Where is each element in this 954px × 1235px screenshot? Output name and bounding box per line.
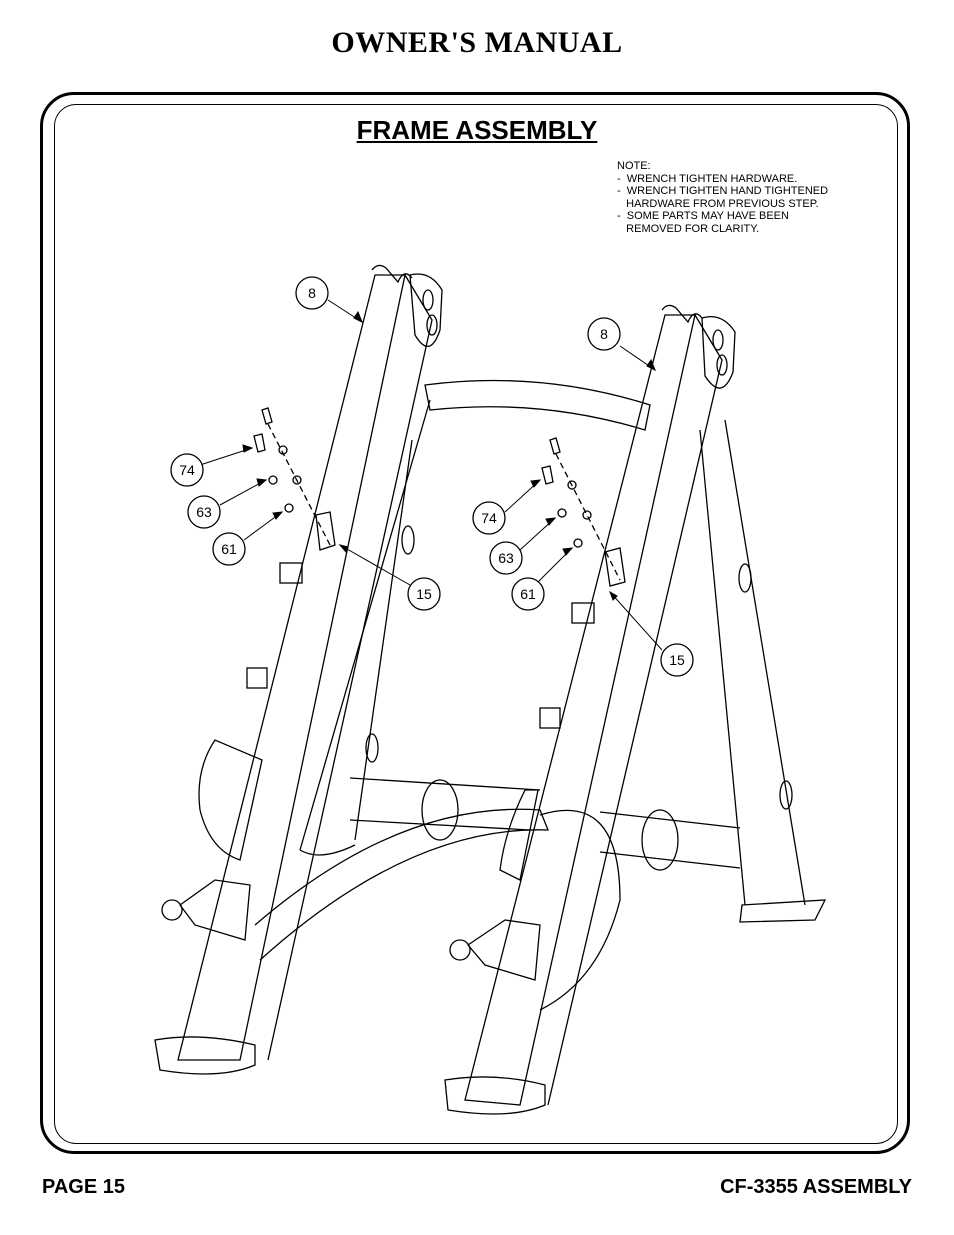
callout-label: 15: [416, 586, 432, 602]
leg-hole: [779, 780, 793, 810]
top-arch-tube: [424, 379, 651, 431]
callout-label: 63: [196, 504, 212, 520]
note-line: - WRENCH TIGHTEN HARDWARE.: [617, 172, 798, 185]
leg-hole: [738, 563, 752, 593]
right-foot-plate: [444, 1076, 546, 1115]
callout-15-left: 15: [407, 577, 441, 611]
callout-label: 74: [481, 510, 497, 526]
left-upright-tube: [177, 274, 406, 1061]
page-number: PAGE 15: [42, 1176, 125, 1198]
rear-right-leg: [699, 419, 806, 906]
right-plate-holder: [701, 315, 736, 389]
left-plate-holder: [409, 273, 443, 347]
right-upright-side: [547, 314, 723, 1106]
note-line: REMOVED FOR CLARITY.: [617, 222, 760, 235]
model-assembly-label: CF-3355 ASSEMBLY: [720, 1176, 912, 1198]
plate-hole: [426, 314, 438, 336]
callout-label: 15: [669, 652, 685, 668]
callout-label: 61: [520, 586, 536, 602]
rear-right-foot-plate: [739, 899, 827, 923]
left-stop-block: [279, 562, 303, 584]
right-stop-block: [571, 602, 595, 624]
callout-61-right: 61: [511, 577, 545, 611]
note-line: - SOME PARTS MAY HAVE BEEN: [617, 210, 789, 222]
note-line: HARDWARE FROM PREVIOUS STEP.: [617, 197, 819, 210]
left-upright-side: [267, 274, 433, 1061]
callout-label: 74: [179, 462, 195, 478]
leg-hole: [365, 733, 379, 763]
callout-74-right: 74: [472, 501, 506, 535]
right-pad: [499, 789, 539, 881]
callout-8-left: 8: [295, 276, 329, 310]
plate-hole: [716, 354, 728, 376]
leg-hole: [401, 525, 415, 555]
right-upright-tube: [464, 314, 696, 1106]
callout-74-left: 74: [170, 453, 204, 487]
left-hardware: [253, 407, 336, 551]
right-stop-block: [539, 707, 561, 729]
plate-hole: [422, 289, 434, 311]
note-line: - WRENCH TIGHTEN HAND TIGHTENED: [617, 185, 829, 197]
left-carriage: [179, 879, 251, 941]
section-title: FRAME ASSEMBLY: [356, 115, 598, 145]
callout-63-left: 63: [187, 495, 221, 529]
inner-frame: [54, 104, 898, 1144]
outer-frame: [40, 92, 910, 1154]
callout-15-right: 15: [660, 643, 694, 677]
callout-61-left: 61: [212, 532, 246, 566]
manual-title: OWNER'S MANUAL: [331, 26, 623, 59]
note-line: NOTE:: [617, 160, 651, 172]
callout-label: 61: [221, 541, 237, 557]
left-pull-pin: [161, 899, 183, 921]
callout-8-right: 8: [587, 317, 621, 351]
tube-end: [299, 844, 356, 856]
callout-label: 8: [600, 326, 608, 342]
left-foot-plate: [154, 1036, 256, 1075]
right-carriage: [467, 919, 541, 981]
callout-label: 8: [308, 285, 316, 301]
right-hardware: [541, 437, 626, 587]
curved-base-tube: [539, 809, 621, 1011]
plate-hole: [712, 329, 724, 351]
tube-flange: [421, 779, 459, 841]
curved-base-tube: [254, 808, 549, 961]
left-stop-block: [246, 667, 268, 689]
leader-lines: [199, 299, 663, 651]
tube-flange: [641, 809, 679, 871]
bottom-cross-tube: [349, 777, 741, 869]
callout-label: 63: [498, 550, 514, 566]
left-upright-top: [371, 264, 413, 284]
callout-63-right: 63: [489, 541, 523, 575]
assembly-note: NOTE: - WRENCH TIGHTEN HARDWARE. - WRENC…: [617, 160, 828, 235]
left-pad: [198, 739, 263, 861]
right-pull-pin: [449, 939, 471, 961]
right-upright-top: [661, 304, 703, 324]
